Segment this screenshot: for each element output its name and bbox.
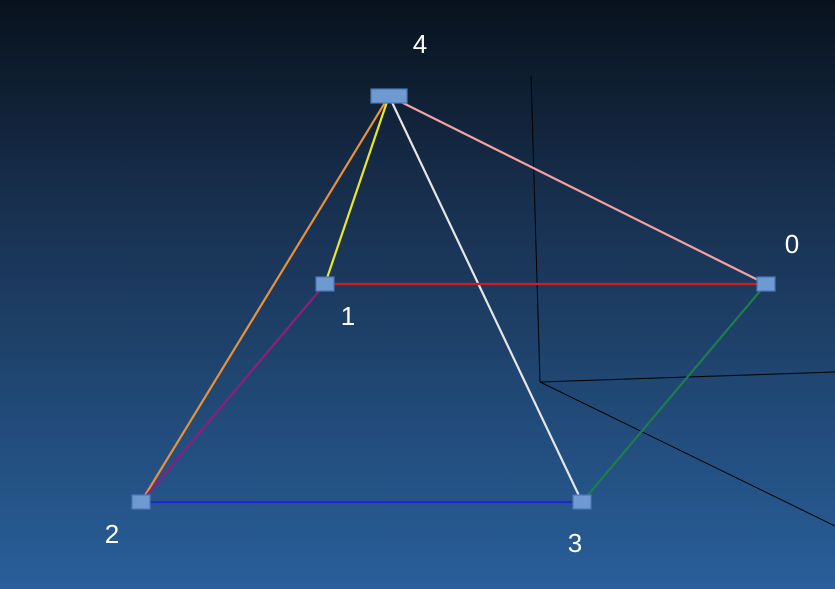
edge-1-2	[139, 282, 327, 504]
node-4	[370, 88, 408, 104]
edge-4-0	[387, 94, 768, 286]
edge-3-0	[580, 282, 768, 504]
labels-layer: 0 1 2 3 4	[105, 29, 799, 558]
edges-layer	[139, 94, 768, 504]
nodes-layer	[131, 88, 776, 510]
node-label-2: 2	[105, 519, 119, 549]
axes-layer	[530, 75, 835, 527]
axis-line-diagonal	[539, 381, 835, 527]
node-3	[572, 494, 592, 510]
node-label-1: 1	[341, 301, 355, 331]
node-label-3: 3	[568, 528, 582, 558]
edge-4-1	[323, 94, 391, 286]
node-0	[756, 276, 776, 292]
edge-4-2	[139, 94, 391, 504]
node-label-0: 0	[785, 229, 799, 259]
node-1	[315, 276, 335, 292]
axis-line-vertical	[530, 75, 541, 383]
node-2	[131, 494, 151, 510]
edge-4-3	[387, 94, 584, 504]
node-label-4: 4	[413, 29, 427, 59]
